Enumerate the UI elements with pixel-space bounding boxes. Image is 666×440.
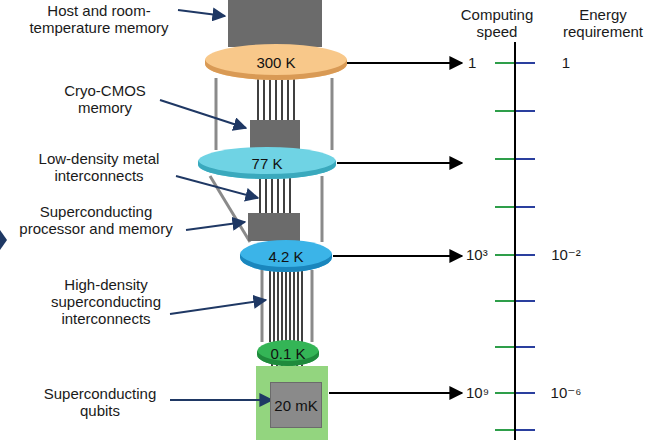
scale-value: 1 (546, 54, 586, 71)
stroke (516, 206, 535, 208)
stroke (516, 392, 535, 394)
edge-chevron (0, 230, 7, 250)
stroke (495, 206, 514, 208)
scale-ticks (495, 63, 535, 430)
temperature-stage: 300 K (205, 44, 347, 80)
scale-value: 10⁻² (544, 246, 588, 263)
stroke (516, 158, 535, 160)
component-label: Cryo-CMOS memory (50, 82, 160, 116)
cryo-cmos-box (250, 120, 300, 149)
stroke (289, 178, 291, 213)
stroke (495, 62, 514, 64)
scale-value: 10⁹ (466, 384, 498, 401)
component-label: Host and room-temperature memory (10, 2, 188, 36)
stroke (495, 429, 514, 431)
qubit-stage (256, 366, 328, 440)
stroke (516, 429, 535, 431)
stage-label: 0.1 K (270, 345, 305, 362)
stroke (495, 254, 514, 256)
temperature-stage: 4.2 K (240, 240, 332, 272)
stroke (516, 300, 535, 302)
qubit-chip: 20 mK (270, 382, 322, 428)
stroke (495, 392, 514, 394)
level-arrows (329, 63, 462, 393)
stroke (277, 270, 279, 342)
stroke (293, 270, 295, 342)
temperature-stage: 77 K (198, 147, 336, 179)
component-label: High-density superconducting interconnec… (40, 276, 172, 327)
component-label: Superconducting processor and memory (5, 203, 187, 237)
stroke (285, 270, 287, 342)
component-label: Superconducting qubits (30, 385, 170, 419)
stroke (273, 270, 275, 342)
stroke (289, 270, 291, 342)
stroke (516, 254, 535, 256)
stroke (301, 270, 303, 342)
stroke (516, 346, 535, 348)
stroke (269, 270, 271, 342)
stroke (516, 62, 535, 64)
stroke (516, 110, 535, 112)
stage-label: 300 K (256, 54, 295, 71)
stroke (277, 178, 279, 213)
scale-heading: Energy requirement (548, 6, 658, 40)
stage-label: 4.2 K (268, 248, 303, 265)
processor-box (248, 213, 300, 241)
stroke (495, 158, 514, 160)
scale-value: 10⁻⁶ (544, 384, 588, 401)
stroke (265, 178, 267, 213)
stroke (281, 270, 283, 342)
stroke (495, 346, 514, 348)
stroke (259, 178, 261, 213)
stroke (297, 270, 299, 342)
scale-axis (514, 42, 516, 440)
stroke (495, 110, 514, 112)
scale-value: 10³ (466, 246, 498, 263)
component-label: Low-density metal interconnects (10, 150, 188, 184)
scale-value: 1 (468, 54, 492, 71)
stroke (271, 178, 273, 213)
stage-label: 77 K (252, 155, 283, 172)
stage-label: 20 mK (274, 397, 317, 414)
stroke (283, 178, 285, 213)
support-rods (210, 78, 332, 342)
temperature-stage: 0.1 K (257, 340, 319, 366)
host-box (228, 0, 322, 47)
scale-heading: Computing speed (445, 6, 549, 40)
stroke (495, 300, 514, 302)
